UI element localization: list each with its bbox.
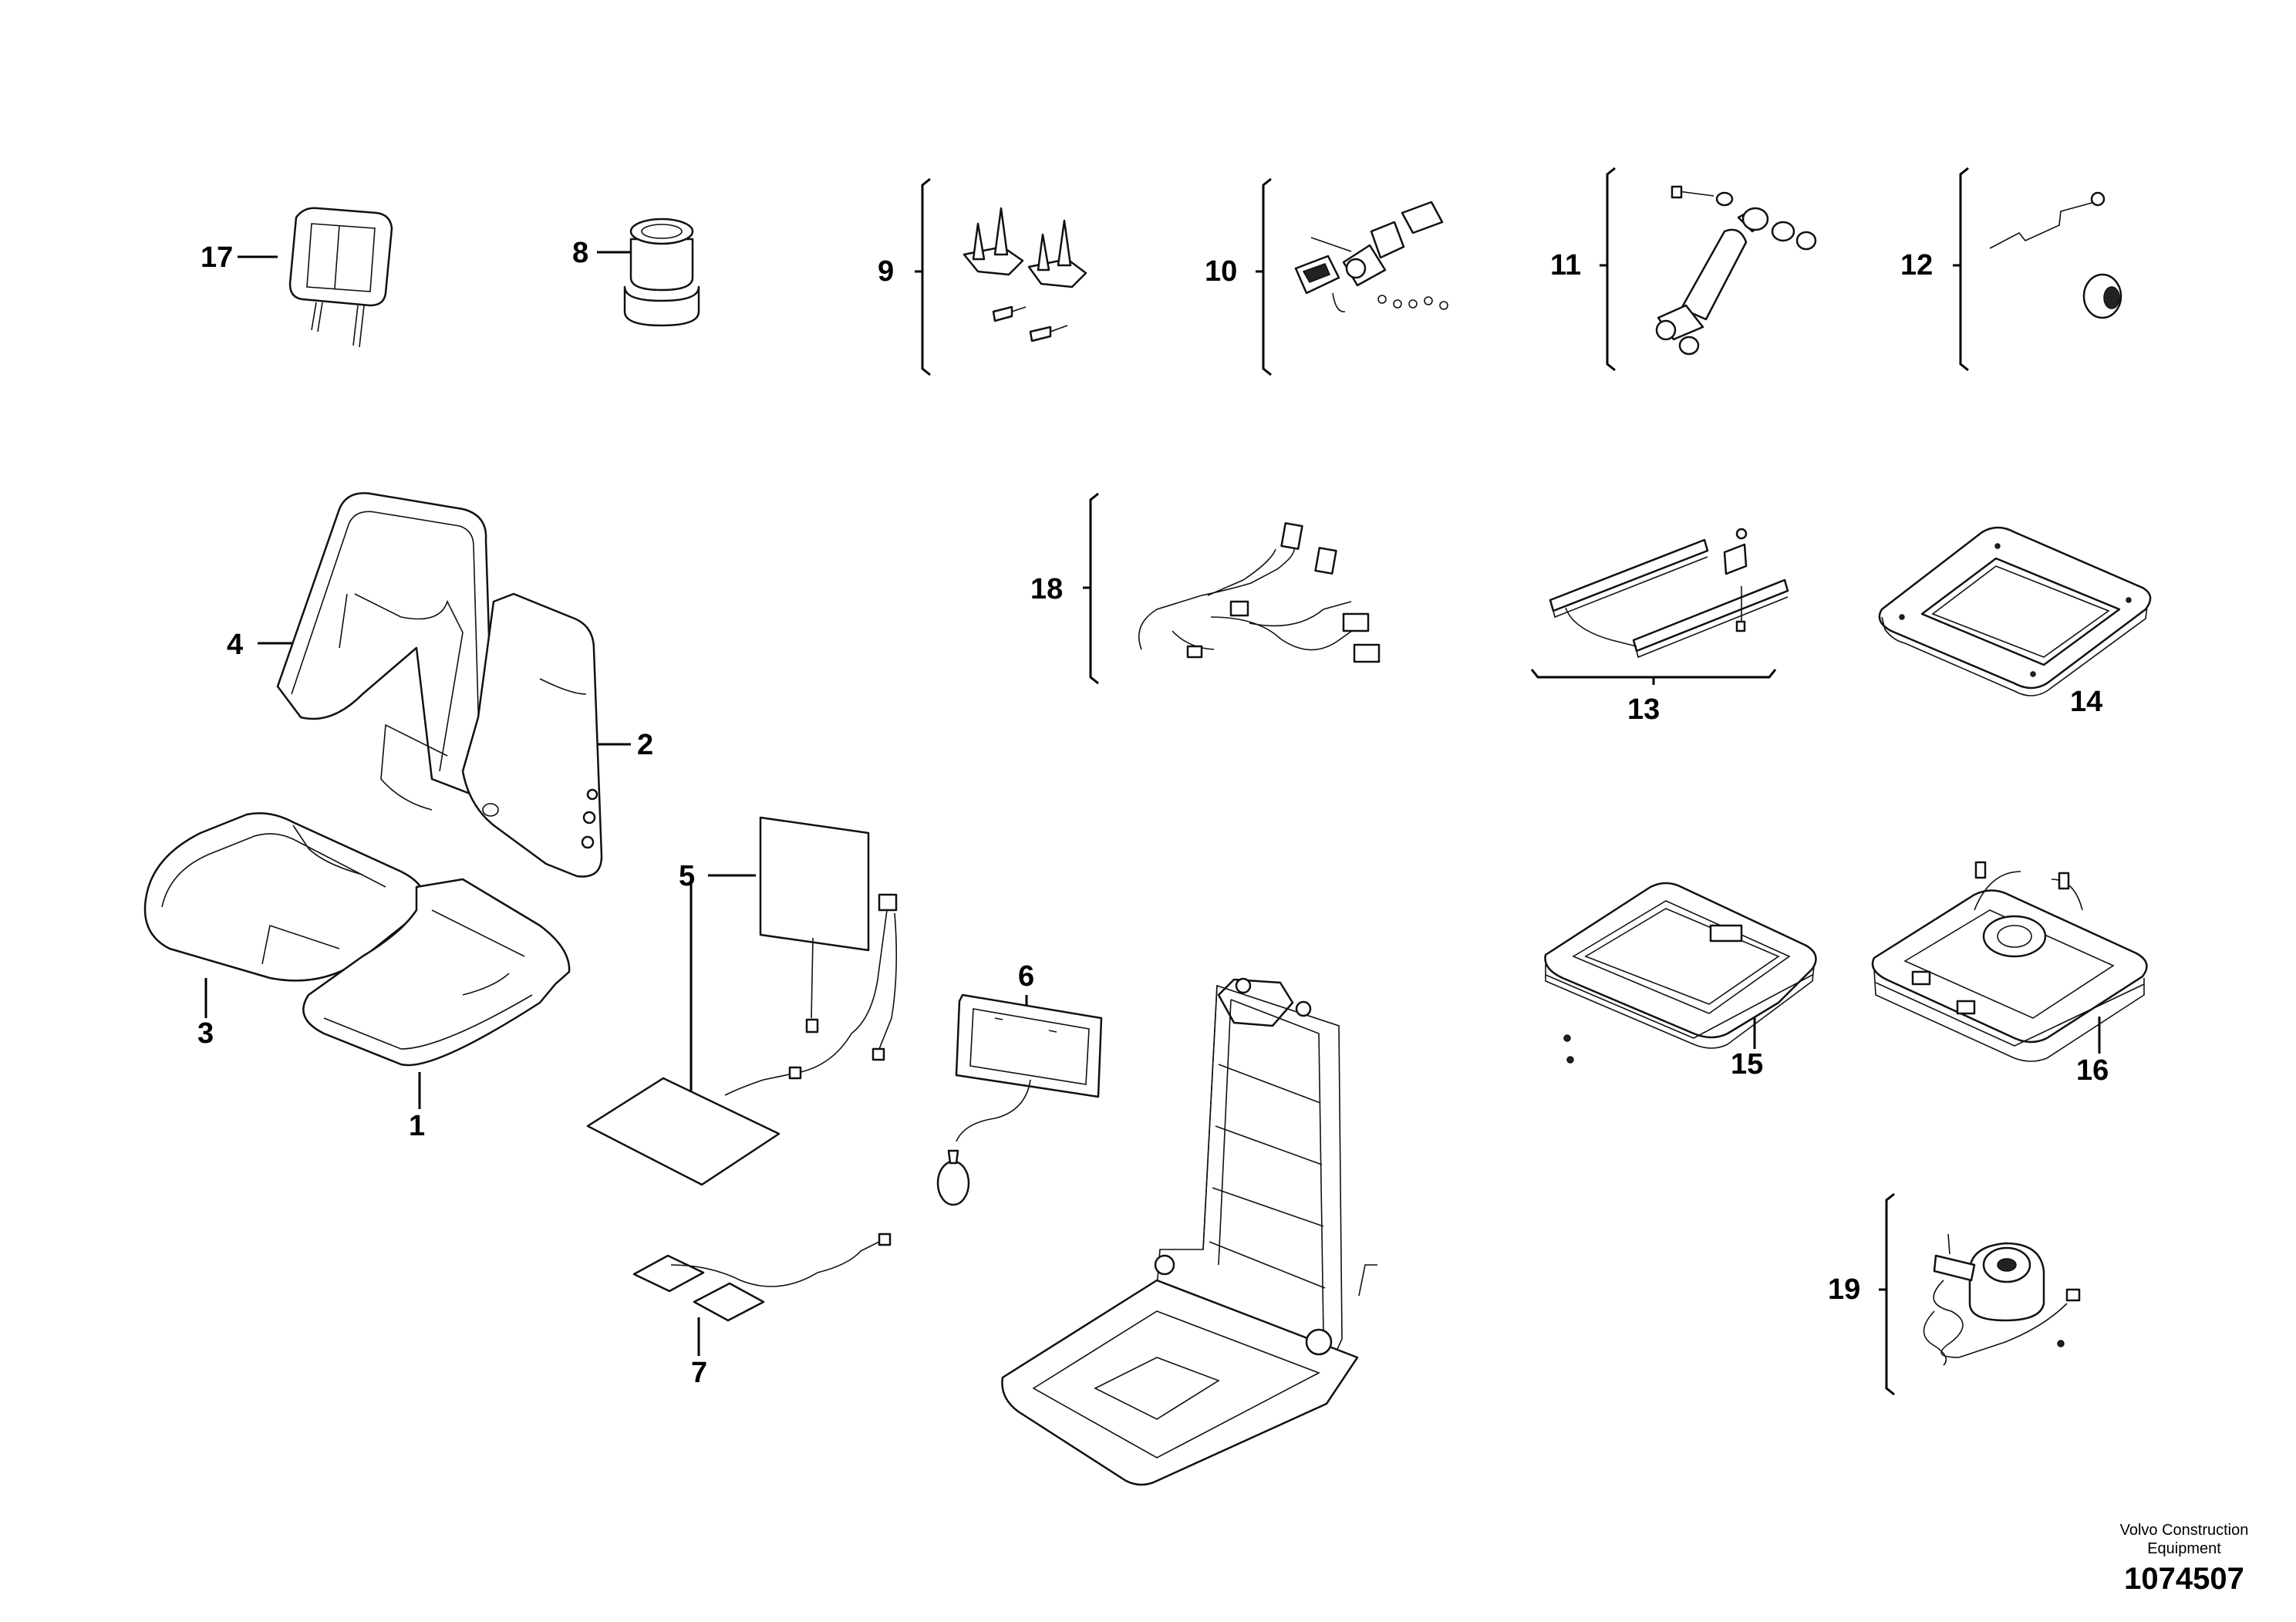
callout-4: 4 <box>227 629 243 661</box>
part-1-seat-base <box>302 878 571 1067</box>
part-4-backrest-cushion <box>276 492 495 798</box>
footer-company-line1: Volvo Construction <box>2120 1522 2249 1539</box>
callout-6: 6 <box>1018 960 1034 993</box>
callout-2: 2 <box>637 729 653 761</box>
seat-frame <box>1001 977 1377 1486</box>
part-18-wiring-harness <box>1138 522 1381 663</box>
callout-15: 15 <box>1731 1048 1763 1081</box>
part-7-heater-pads <box>632 1233 892 1322</box>
leader-lines <box>204 167 2101 1396</box>
callout-8: 8 <box>572 237 588 269</box>
callout-10: 10 <box>1205 255 1237 288</box>
callout-9: 9 <box>878 255 894 288</box>
part-15-bellows <box>1544 882 1817 1064</box>
callout-7: 7 <box>691 1357 707 1389</box>
part-5-heater-mat <box>586 816 898 1186</box>
part-11-shock-absorber <box>1655 185 1817 356</box>
part-10-latch-kit <box>1294 201 1448 312</box>
callout-3: 3 <box>197 1017 214 1050</box>
footer-company-line2: Equipment <box>2147 1540 2221 1557</box>
part-19-compressor-kit <box>1923 1233 2081 1366</box>
callout-5: 5 <box>679 860 695 892</box>
part-12-rod-knob <box>1989 191 2122 319</box>
part-16-suspension <box>1871 861 2148 1062</box>
part-14-frame <box>1878 526 2152 696</box>
part-6-lumbar-bladder <box>936 993 1103 1206</box>
callout-11: 11 <box>1550 249 1581 282</box>
part-8-cup-holder <box>623 218 700 327</box>
callout-12: 12 <box>1900 249 1933 282</box>
part-3-seat-cushion <box>143 812 426 982</box>
callout-19: 19 <box>1828 1273 1860 1306</box>
callout-18: 18 <box>1030 573 1063 605</box>
footer-diagram-code: 1074507 <box>2124 1562 2244 1596</box>
part-13-seat-rails <box>1549 528 1789 659</box>
part-9-brackets <box>963 207 1087 342</box>
callout-17: 17 <box>201 241 233 274</box>
part-2-backrest-frame <box>380 592 603 878</box>
callout-14: 14 <box>2070 686 2102 718</box>
callout-13: 13 <box>1627 693 1660 726</box>
part-17-headrest <box>288 207 393 348</box>
callout-16: 16 <box>2076 1054 2109 1087</box>
callout-1: 1 <box>409 1110 425 1142</box>
